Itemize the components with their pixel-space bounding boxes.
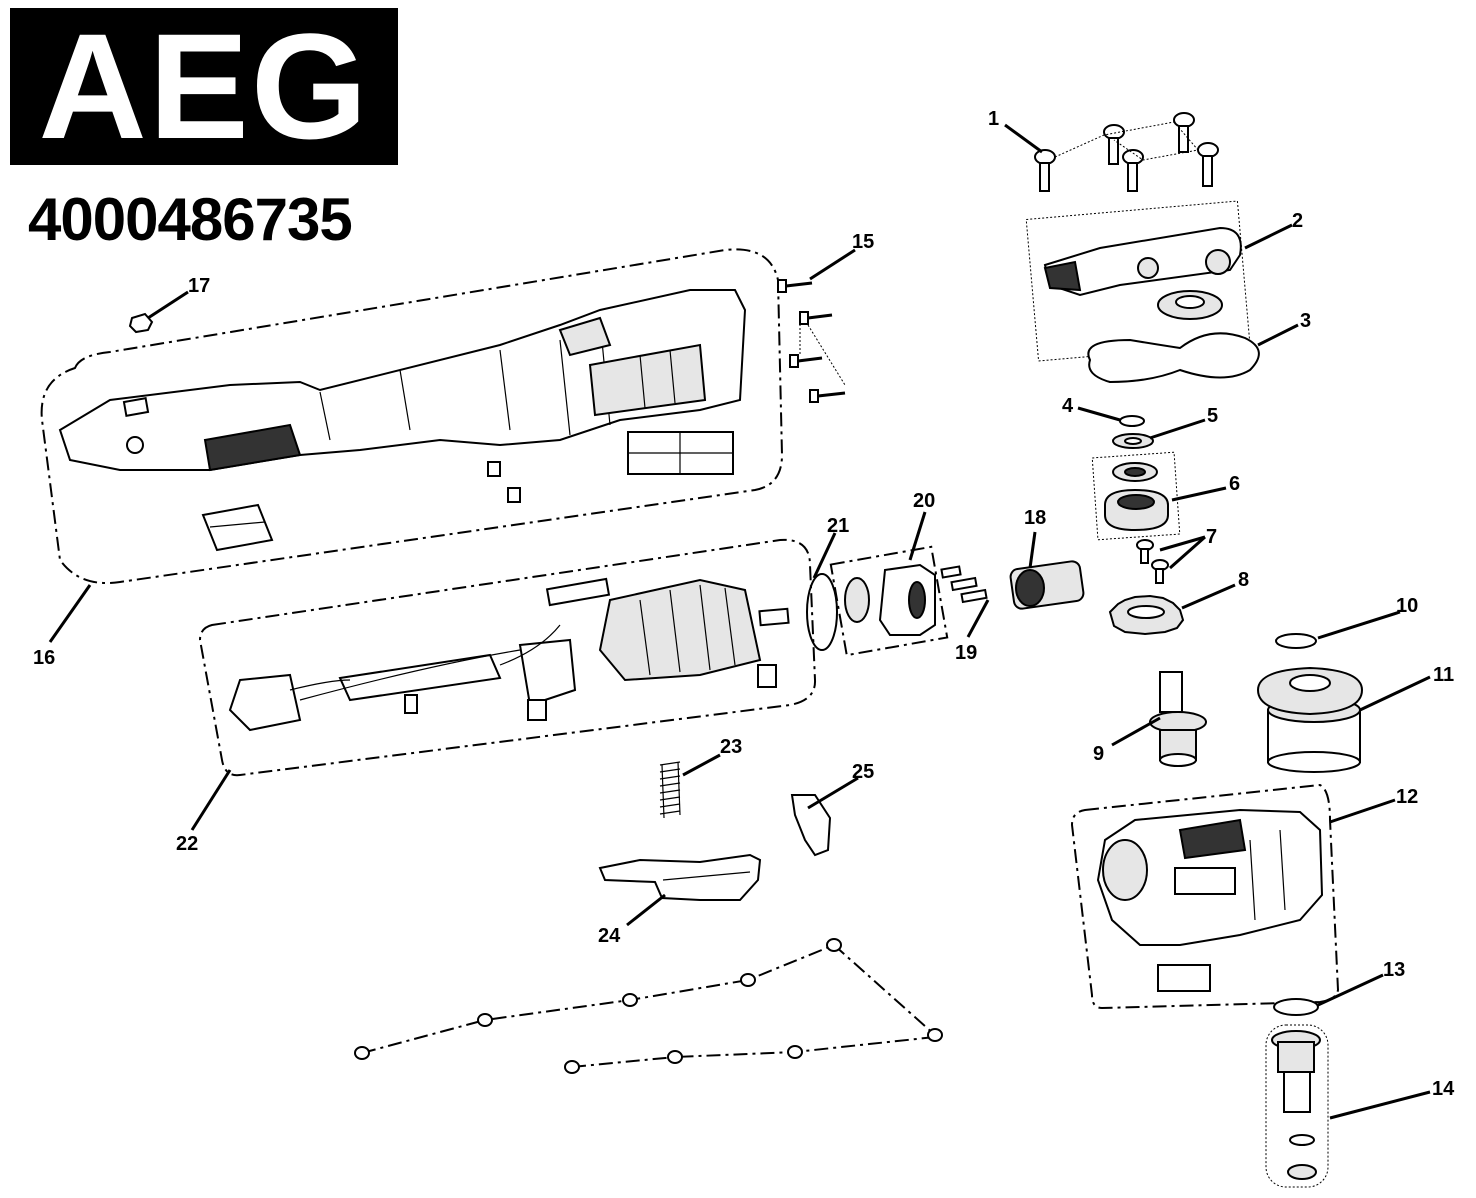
nut-17 — [128, 312, 154, 334]
hub-18 — [1009, 560, 1085, 610]
fan-20 — [844, 563, 936, 636]
callout-20: 20 — [913, 490, 935, 512]
callout-11: 11 — [1433, 664, 1454, 686]
callout-13: 13 — [1383, 959, 1405, 981]
part-number: 4000486735 — [28, 186, 353, 253]
callout-15: 15 — [852, 231, 874, 253]
trigger-24 — [598, 853, 762, 901]
gear-8 — [1108, 594, 1185, 636]
callout-22: 22 — [176, 833, 198, 855]
fan-group-outline — [829, 545, 949, 657]
o-ring-10 — [1275, 633, 1317, 649]
callout-21: 21 — [827, 515, 849, 537]
motor-assembly-22 — [228, 577, 790, 732]
housing-group-outline — [40, 248, 784, 584]
callout-6: 6 — [1229, 473, 1240, 495]
screws-7 — [1136, 539, 1169, 584]
anvil-14 — [1271, 1030, 1321, 1180]
callout-10: 10 — [1396, 595, 1418, 617]
callout-8: 8 — [1238, 569, 1249, 591]
gearbox-group-outline — [1070, 783, 1340, 1010]
anvil-group-outline — [1265, 1024, 1329, 1188]
callout-23: 23 — [720, 736, 742, 758]
callout-24-25: 25 — [852, 761, 874, 783]
o-ring-21 — [806, 573, 838, 651]
screws-19 — [940, 565, 988, 604]
bearing-6 — [1104, 462, 1169, 532]
callout-14: 14 — [1432, 1078, 1455, 1100]
callout-2: 2 — [1292, 210, 1303, 232]
gear-cover-2 — [1043, 226, 1242, 320]
logo-text: AEG — [38, 2, 370, 170]
callout-labels: 1 2 3 4 5 6 7 8 9 10 11 12 13 14 15 16 1… — [33, 108, 1455, 1100]
motor-group-outline — [198, 538, 817, 777]
housing-half-shell — [58, 289, 747, 472]
callout-3: 3 — [1300, 310, 1311, 332]
callout-17: 17 — [188, 275, 210, 297]
o-ring-13 — [1273, 998, 1319, 1016]
housing-label-plates — [201, 431, 734, 552]
callout-18: 18 — [1024, 507, 1046, 529]
screws-15 — [777, 279, 846, 403]
callout-16: 16 — [33, 647, 55, 669]
callout-9: 9 — [1093, 743, 1104, 765]
callout-12: 12 — [1396, 786, 1418, 808]
callout-7: 7 — [1206, 526, 1217, 548]
gearbox-housing-12 — [1096, 808, 1324, 992]
callout-1: 1 — [988, 108, 999, 130]
callout-24: 24 — [598, 925, 621, 947]
callout-19: 19 — [955, 642, 977, 664]
gear-assembly-11 — [1256, 666, 1364, 773]
switch-part-25 — [790, 794, 832, 857]
washer-5 — [1112, 433, 1154, 449]
gasket-3 — [1087, 332, 1260, 384]
screws-1 — [1034, 112, 1219, 192]
callout-4: 4 — [1062, 395, 1074, 417]
washer-4 — [1119, 415, 1145, 427]
aeg-logo: AEG — [10, 8, 398, 165]
leader-lines — [48, 123, 1431, 1120]
callout-5: 5 — [1207, 405, 1218, 427]
spring-23 — [659, 761, 681, 819]
housing-screws — [354, 938, 943, 1074]
shaft-9 — [1149, 671, 1207, 767]
